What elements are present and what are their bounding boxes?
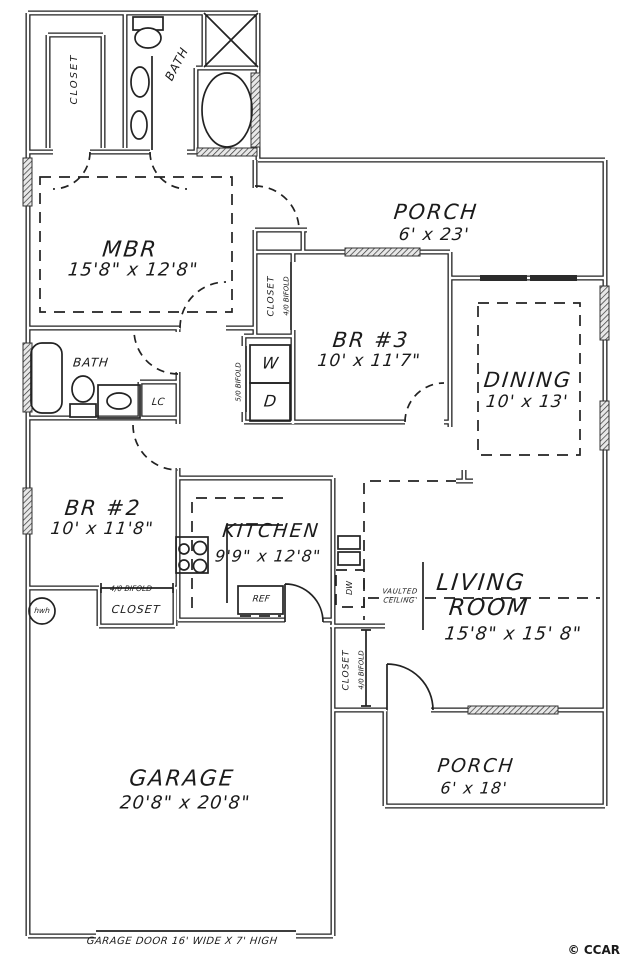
dining-name: DINING bbox=[482, 367, 574, 392]
garage-entry-door bbox=[284, 583, 324, 623]
porch-door bbox=[386, 663, 434, 711]
window-living-porch bbox=[467, 705, 559, 715]
window-dining-right-1 bbox=[599, 285, 610, 341]
living-closet-bifold bbox=[361, 629, 371, 707]
dishwasher-label: DW bbox=[344, 580, 354, 596]
porch-top-name: PORCH bbox=[392, 199, 480, 224]
stove-icon bbox=[175, 536, 209, 574]
living-bifold-label: 4/0 BIFOLD bbox=[357, 650, 366, 690]
mbr-closet-label: CLOSET bbox=[68, 53, 80, 105]
mbr-closet-door-arc bbox=[52, 151, 91, 190]
porch-top-dims: 6' x 23' bbox=[397, 225, 471, 246]
window-tub bbox=[250, 72, 261, 148]
copyright-watermark: © CCAR bbox=[567, 943, 620, 957]
br2-bifold-label: 4/0 BIFOLD bbox=[109, 584, 153, 594]
wd-bifold-label: 5/0 BIFOLD bbox=[234, 362, 243, 402]
br2-closet-bifold bbox=[100, 583, 174, 593]
dishwasher-box bbox=[335, 569, 365, 608]
mbr-entry-door-arc bbox=[179, 281, 227, 329]
window-dining-top-1 bbox=[480, 275, 527, 281]
kitchen-sink-icon bbox=[337, 535, 361, 566]
door-swings bbox=[52, 151, 445, 711]
kitchen-dims: 9'9" x 12'8" bbox=[214, 546, 323, 566]
living-dims: 15'8" x 15' 8" bbox=[443, 623, 583, 645]
washer-label: W bbox=[261, 353, 280, 373]
br3-bifold-label: 4/0 BIFOLD bbox=[282, 276, 291, 316]
window-mbr-left bbox=[22, 157, 33, 207]
living-name-1: LIVING bbox=[435, 569, 527, 596]
br3-closet-label: CLOSET bbox=[266, 275, 277, 317]
bifold-doors bbox=[96, 262, 371, 932]
bath2-door-arc bbox=[133, 329, 179, 375]
water-heater-label: hwh bbox=[33, 606, 51, 616]
toilet-top-icon bbox=[132, 16, 164, 49]
window-bath-wall bbox=[196, 147, 258, 157]
br2-closet-label: CLOSET bbox=[110, 603, 162, 617]
window-dining-top-2 bbox=[530, 275, 577, 281]
kitchen-counter-inner bbox=[226, 524, 283, 603]
kitchen-name: KITCHEN bbox=[221, 520, 321, 543]
dryer-box bbox=[249, 382, 291, 422]
vanity-bath2-icon bbox=[97, 384, 141, 419]
bath-top-door-arc bbox=[149, 151, 188, 190]
porch-bottom-dims: 6' x 18' bbox=[439, 778, 509, 798]
sink-top-2-icon bbox=[130, 110, 148, 140]
windows bbox=[22, 72, 610, 715]
window-br3-porch bbox=[344, 247, 421, 257]
window-bath2-left bbox=[22, 342, 33, 413]
living-name-2: ROOM bbox=[447, 594, 531, 621]
tub2-icon bbox=[30, 342, 63, 414]
br2-door-arc bbox=[132, 424, 179, 471]
fridge-label: REF bbox=[251, 594, 271, 605]
br2-name: BR #2 bbox=[63, 495, 143, 520]
vaulted-ceiling-label-2: CEILING bbox=[381, 596, 417, 605]
mbr-name: MBR bbox=[101, 237, 160, 263]
mbr-dashed-box bbox=[39, 176, 233, 313]
garage-dims: 20'8" x 20'8" bbox=[118, 792, 252, 814]
dining-dims: 10' x 13' bbox=[484, 392, 570, 413]
linen-closet-label: LC bbox=[151, 396, 165, 408]
br3-door-arc bbox=[404, 382, 445, 423]
vaulted-ceiling-label-1: VAULTED bbox=[380, 587, 420, 596]
br3-dims: 10' x 11'7" bbox=[316, 351, 422, 372]
dining-dashed-box bbox=[477, 302, 581, 456]
bath2-label: BATH bbox=[72, 355, 110, 370]
dryer-label: D bbox=[262, 391, 278, 411]
garage-door-note: GARAGE DOOR 16' WIDE X 7' HIGH bbox=[86, 935, 279, 947]
fridge-box bbox=[237, 585, 284, 615]
garden-tub-icon bbox=[201, 72, 253, 148]
fixtures bbox=[28, 12, 424, 630]
water-heater-icon bbox=[28, 597, 56, 625]
shower-icon bbox=[203, 12, 259, 68]
window-br2-left bbox=[22, 487, 33, 535]
toilet-bath2-icon bbox=[69, 375, 97, 418]
living-closet-label: CLOSET bbox=[341, 649, 352, 691]
garage-name: GARAGE bbox=[127, 766, 237, 792]
sink-top-1-icon bbox=[130, 66, 150, 98]
mbr-dims: 15'8" x 12'8" bbox=[66, 259, 200, 281]
porch-bottom-name: PORCH bbox=[436, 755, 516, 778]
br2-dims: 10' x 11'8" bbox=[49, 519, 155, 540]
walls bbox=[25, 10, 608, 939]
window-dining-right-2 bbox=[599, 400, 610, 451]
br3-name: BR #3 bbox=[331, 327, 411, 352]
hall-vestibule-door-arc bbox=[254, 185, 300, 231]
